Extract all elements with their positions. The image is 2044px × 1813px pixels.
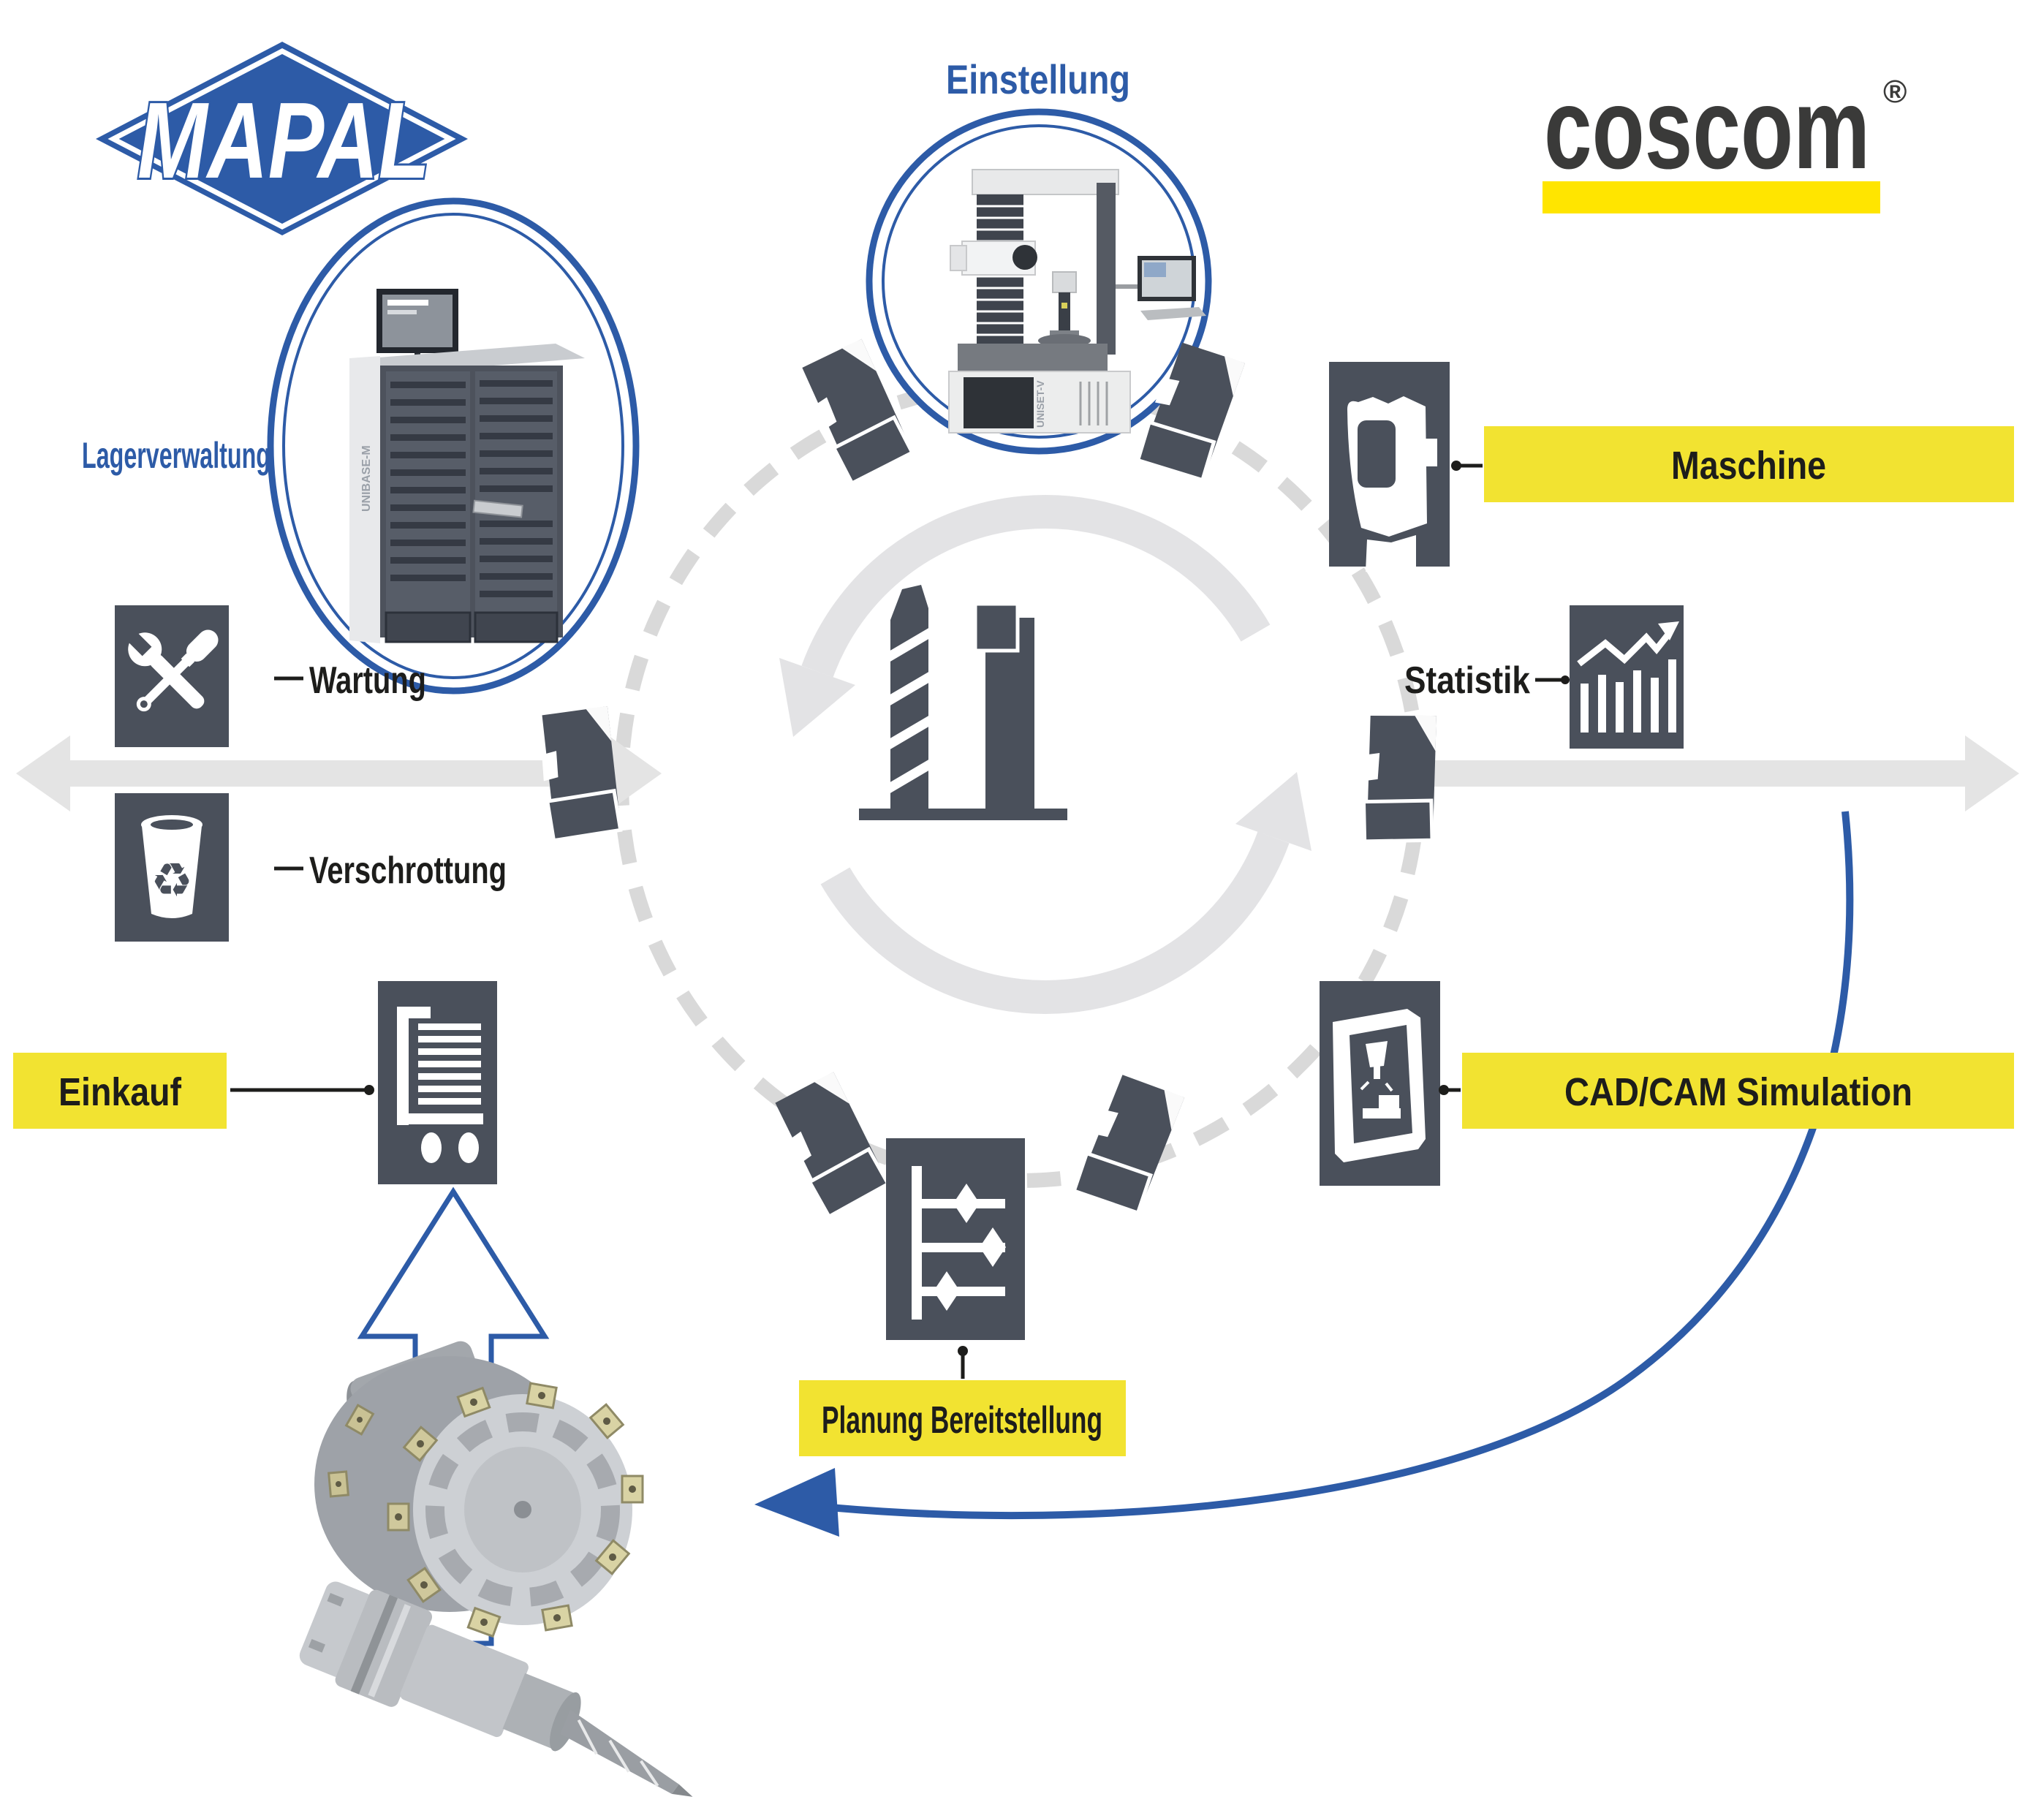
carbide-inserts <box>328 1382 644 1638</box>
einkauf-label: Einkauf <box>58 1070 182 1114</box>
statistik-label: Statistik <box>1404 659 1530 702</box>
maschine-label: Maschine <box>1671 444 1826 488</box>
uniset-photo-label: UNISET-V <box>1034 380 1046 428</box>
cadcam-label: CAD/CAM Simulation <box>1564 1070 1912 1114</box>
statistik-connector <box>1535 675 1570 684</box>
planung-connector <box>958 1346 968 1379</box>
coscom-yellow-bar <box>1543 181 1880 213</box>
station-maschine <box>1329 362 1450 578</box>
station-planung <box>886 1138 1025 1340</box>
lagerverwaltung-label: Lagerverwaltung <box>82 435 270 476</box>
station-verschrottung: ♻ <box>115 793 229 942</box>
einkauf-label-box <box>13 1053 227 1129</box>
einstellung-circle: UNISET-V <box>866 108 1212 455</box>
einkauf-connector <box>230 1085 374 1095</box>
maschine-label-box <box>1484 426 2014 502</box>
shopping-cart-icon <box>397 1007 483 1163</box>
rotation-arrows <box>779 495 1311 1014</box>
drill-holder <box>299 1581 693 1797</box>
folder-icon <box>539 706 621 841</box>
sliders-icon <box>912 1166 1006 1320</box>
rotation-arrowhead-right <box>1235 772 1311 851</box>
recycle-bin-icon: ♻ <box>141 815 202 918</box>
tool-lifecycle-icon <box>859 585 1067 820</box>
milling-cutter <box>314 1341 644 1638</box>
return-curve-arrow <box>754 811 1854 1537</box>
station-cadcam <box>1320 981 1440 1186</box>
presetting-machine-photo: UNISET-V <box>948 169 1206 434</box>
right-flow-arrow <box>1422 735 2019 811</box>
wartung-label: Wartung <box>309 659 426 702</box>
tool-photo <box>299 1341 693 1797</box>
planung-label-box <box>799 1380 1126 1456</box>
coscom-logo-text: coscom <box>1544 64 1870 193</box>
cadcam-connector <box>1439 1085 1461 1095</box>
station-statistik <box>1570 605 1684 749</box>
station-einkauf <box>378 981 497 1184</box>
coscom-logo: coscom ® <box>1543 64 1907 213</box>
milling-frame-icon <box>1333 1009 1426 1162</box>
wrench-screwdriver-icon <box>124 628 219 712</box>
planung-label: Planung Bereitstellung <box>822 1399 1102 1442</box>
verschrottung-label: Verschrottung <box>309 849 507 892</box>
coscom-registered-mark: ® <box>1883 74 1907 110</box>
rotation-arrowhead-left <box>779 658 855 737</box>
cadcam-label-box <box>1462 1053 2014 1129</box>
einstellung-label: Einstellung <box>946 56 1130 102</box>
svg-text:♻: ♻ <box>151 854 192 908</box>
lagerverwaltung-circle: UNIBASE-M <box>267 197 640 694</box>
mapal-logo: MAPAL <box>96 42 468 235</box>
station-wartung <box>115 605 229 747</box>
left-flow-arrow <box>16 735 662 811</box>
maschine-connector <box>1451 461 1483 471</box>
storage-cabinet-photo: UNIBASE-M <box>349 289 585 643</box>
machining-center-icon <box>1347 396 1437 578</box>
bar-chart-icon <box>1577 621 1679 733</box>
mapal-logo-text: MAPAL <box>137 80 430 201</box>
folder-icon <box>1359 711 1441 847</box>
unibase-photo-label: UNIBASE-M <box>360 445 373 512</box>
